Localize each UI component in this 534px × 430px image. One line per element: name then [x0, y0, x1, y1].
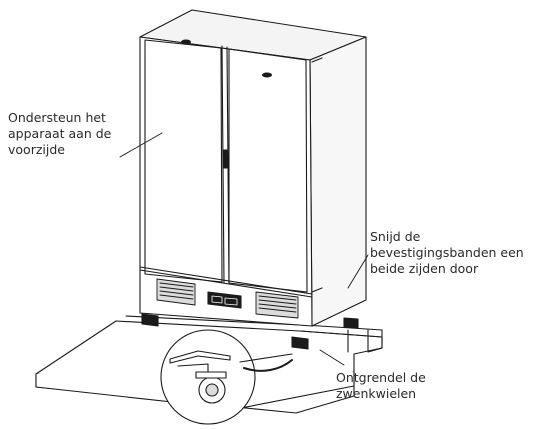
leader-lines: [119, 132, 369, 366]
release-casters-callout: Ontgrendel de zwenkwielen: [336, 370, 426, 401]
cut-straps-callout: Snijd de bevestigingsbanden een beide zi…: [370, 229, 524, 276]
support-front-callout: Ondersteun het apparaat aan de voorzijde: [8, 110, 112, 157]
caster-wheel-icon: [160, 329, 293, 425]
ventilation-grille-icon: [156, 278, 299, 319]
brand-logo-icon: [181, 39, 272, 78]
refrigerator-cabinet: [139, 9, 367, 327]
strap-blocks: [141, 313, 359, 350]
control-panel-icon: [207, 291, 242, 309]
